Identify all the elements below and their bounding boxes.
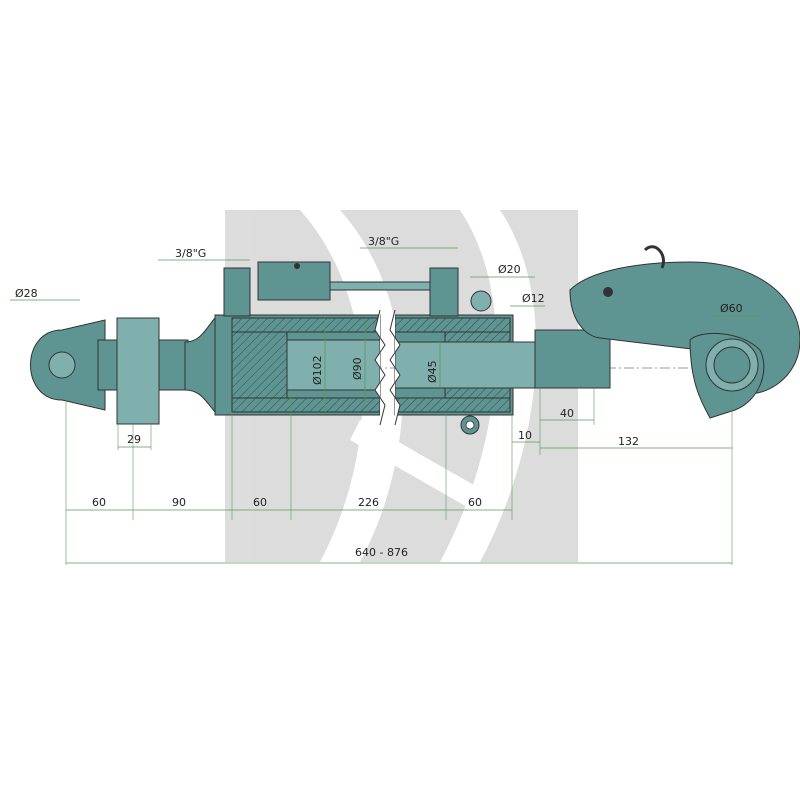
- dim-seg2: 90: [172, 496, 186, 509]
- label-bore-inner: Ø90: [351, 357, 364, 380]
- left-eye: [30, 316, 216, 425]
- dim-seg3: 60: [253, 496, 267, 509]
- dim-seg4: 226: [358, 496, 379, 509]
- label-eye-diameter: Ø28: [15, 287, 38, 300]
- port-fittings: [223, 261, 492, 317]
- label-port-right: 3/8"G: [368, 235, 399, 248]
- dim-hook-center: 132: [618, 435, 639, 448]
- label-rod-diameter: Ø45: [426, 360, 439, 383]
- label-port-left: 3/8"G: [175, 247, 206, 260]
- label-bore-outer: Ø102: [311, 355, 324, 385]
- dim-seg1: 60: [92, 496, 106, 509]
- label-hook-diameter: Ø60: [720, 302, 743, 315]
- extension-lines: [65, 388, 733, 565]
- dim-hook-len: 40: [560, 407, 574, 420]
- dim-total: 640 - 876: [355, 546, 408, 559]
- dim-seg5: 60: [468, 496, 482, 509]
- hook-coupling: [534, 245, 800, 419]
- dimension-lines: [10, 247, 760, 564]
- label-pin-diameter: Ø20: [498, 263, 521, 276]
- label-pin-hole: Ø12: [522, 292, 545, 305]
- dimension-labels: Ø28 3/8"G 3/8"G Ø20 Ø12 Ø60 Ø102 Ø90 Ø45…: [15, 235, 743, 559]
- dim-eye-width: 29: [127, 433, 141, 446]
- cylinder-barrel: [214, 309, 536, 435]
- dim-hook-offset: 10: [518, 429, 532, 442]
